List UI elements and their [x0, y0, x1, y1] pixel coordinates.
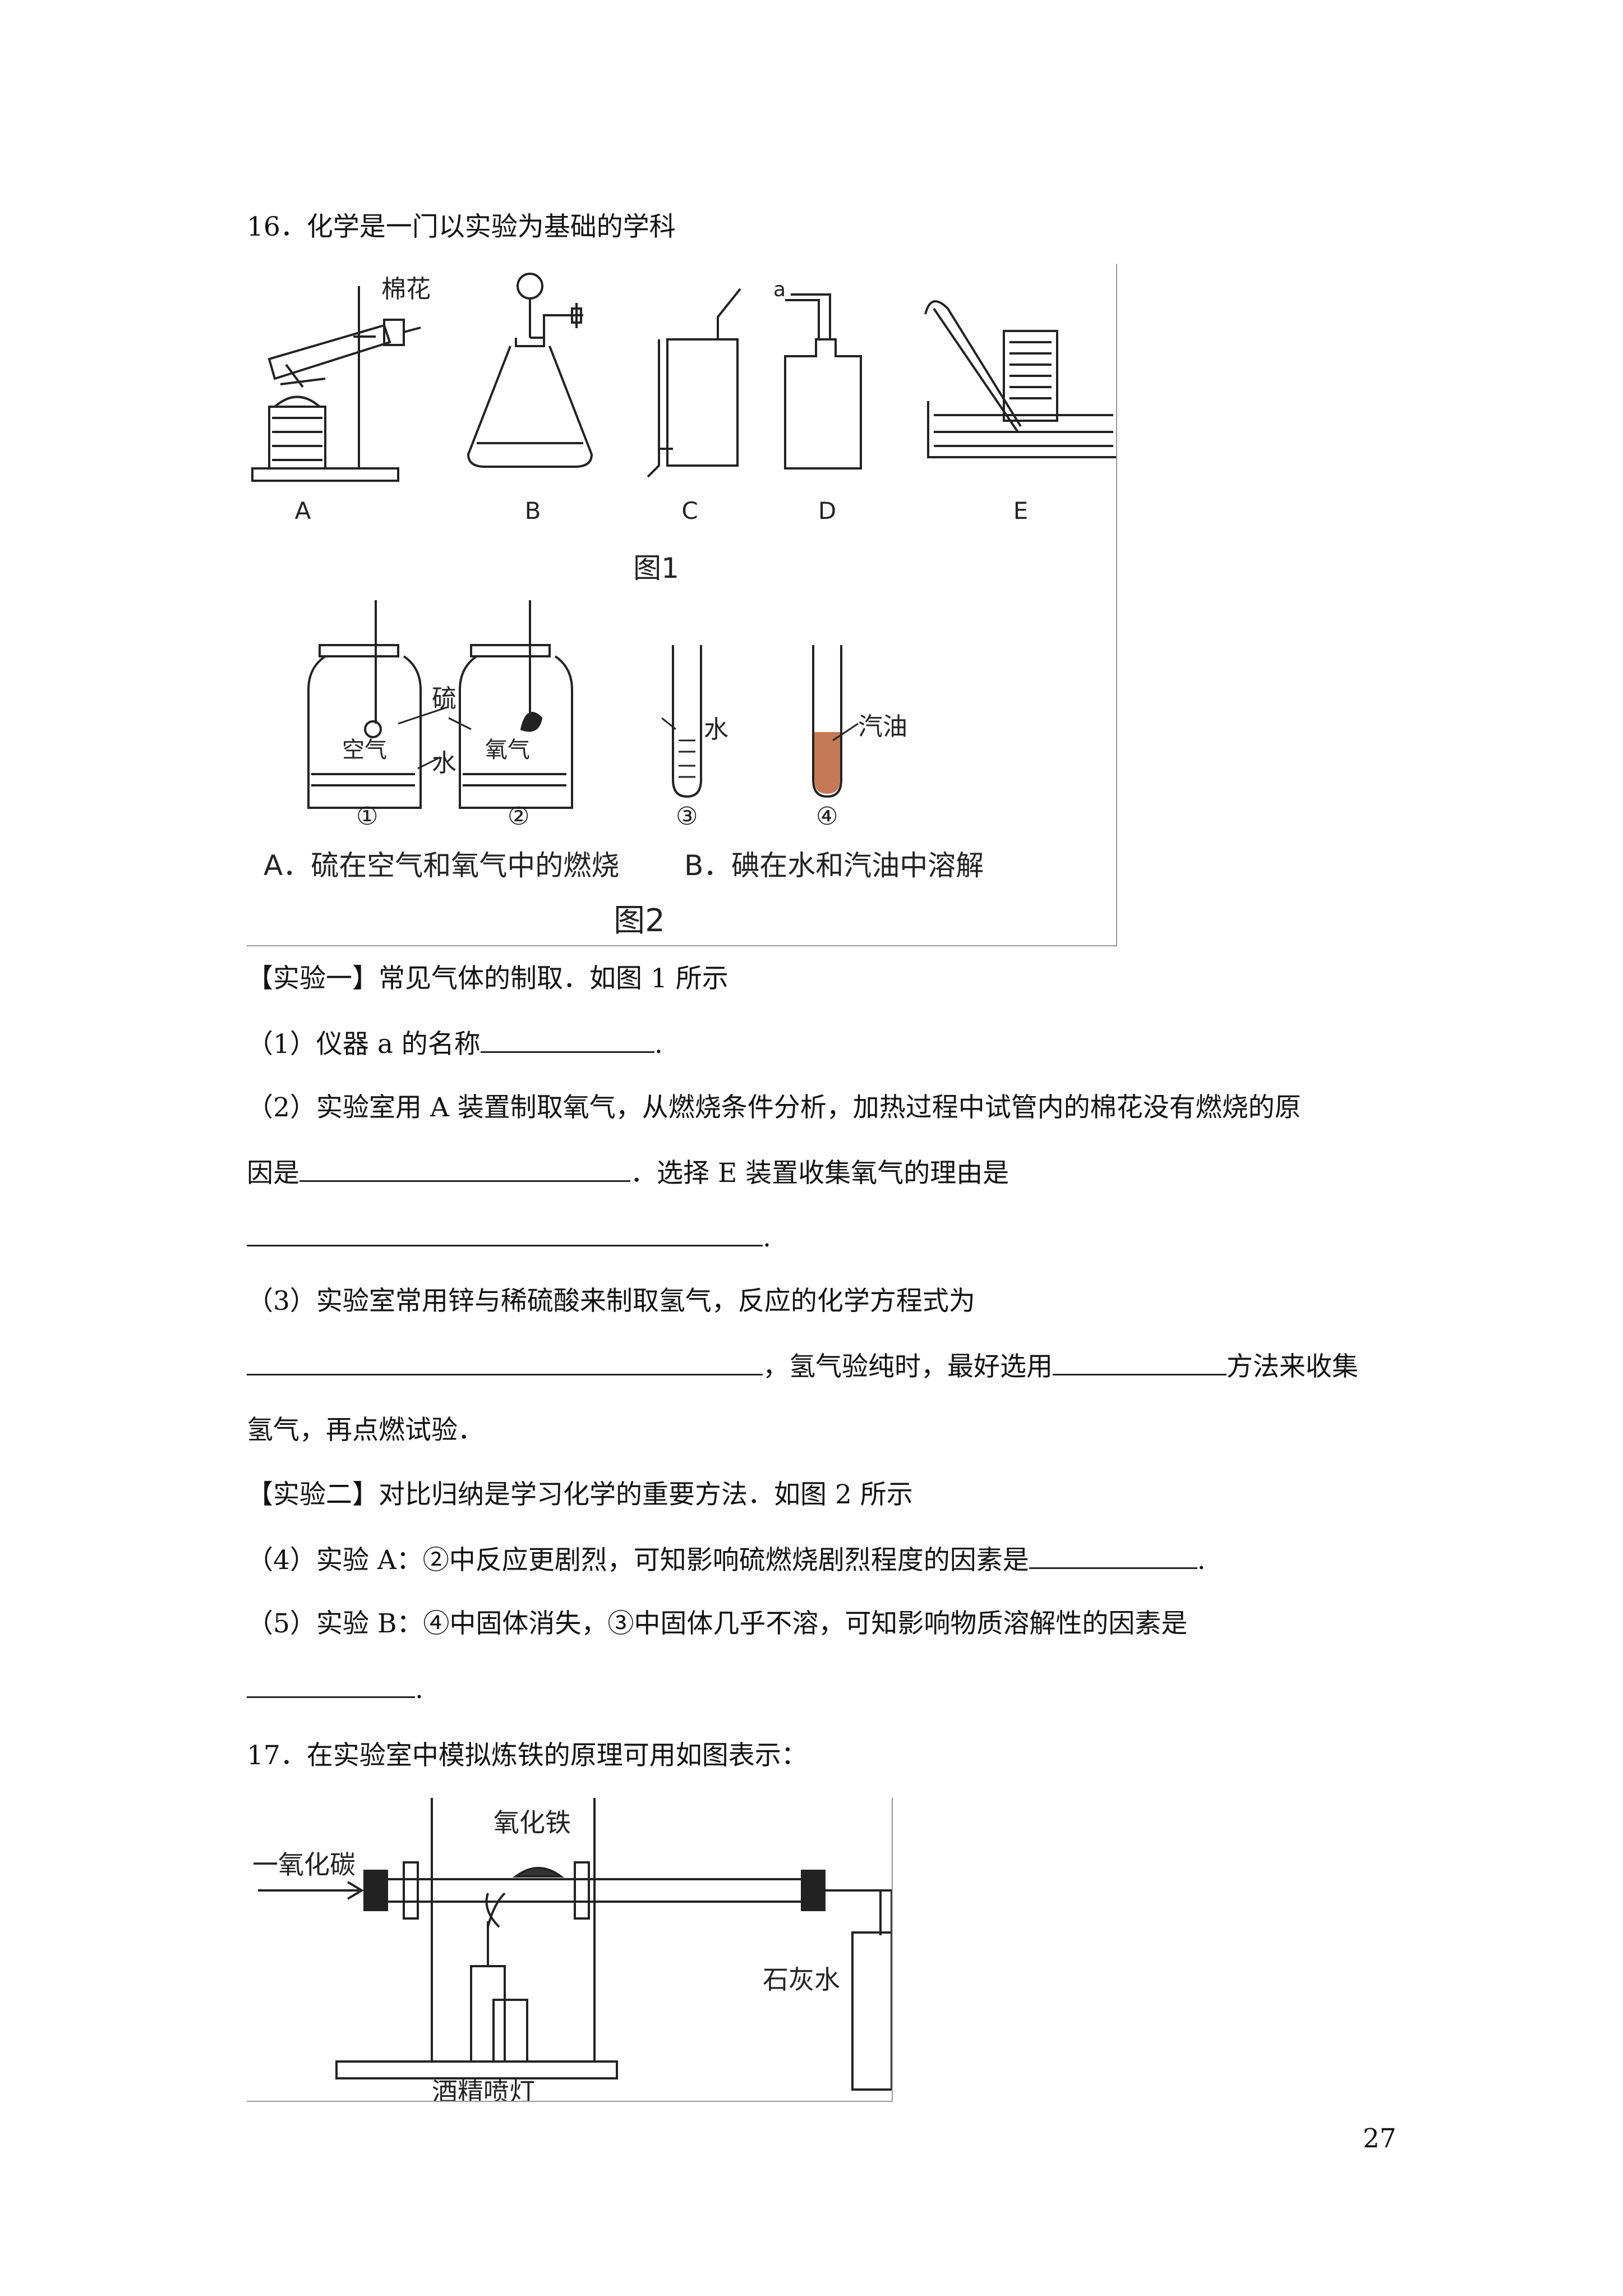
iron-smelting-drawing: 一氧化碳 氧化铁 石灰水 酒精喷灯 [252, 1798, 892, 2101]
apparatus-E [924, 300, 1116, 458]
label-D: D [818, 497, 836, 524]
label-limewater: 石灰水 [763, 1964, 840, 1995]
q16-part-5-line-2: . [247, 1672, 423, 1706]
q16-part-5-line-1: （5）实验 B：④中固体消失，③中固体几乎不溶，可知影响物质溶解性的因素是 [247, 1608, 1188, 1639]
answer-blank-3b[interactable] [1053, 1349, 1227, 1375]
label-A: A [295, 497, 311, 524]
label-fe2o3: 氧化铁 [494, 1807, 571, 1838]
figure-2-caption: 图2 [614, 903, 665, 939]
q16-part-2-line-1: （2）实验室用 A 装置制取氧气，从燃烧条件分析，加热过程中试管内的棉花没有燃烧… [247, 1092, 1301, 1123]
apparatus-A [251, 286, 421, 482]
apparatus-figure: A B C D E a 图1 图2 棉花 硫 空气 氧气 水 水 汽油 ① ② … [247, 264, 1117, 946]
figure-1-2-drawing: A B C D E a 图1 图2 棉花 硫 空气 氧气 水 水 汽油 ① ② … [251, 273, 1116, 939]
test-tube-4 [812, 645, 842, 798]
co-arrow [258, 1881, 364, 1900]
label-lamp: 酒精喷灯 [432, 2077, 535, 2101]
caption-B: B．碘在水和汽油中溶解 [684, 849, 984, 882]
experiment-2-heading: 【实验二】对比归纳是学习化学的重要方法．如图 2 所示 [247, 1479, 913, 1510]
label-water-jar: 水 [432, 749, 457, 777]
label-B: B [525, 497, 541, 524]
q16-part-2-line-2: 因是．选择 E 装置收集氧气的理由是 [247, 1156, 1009, 1190]
num-1: ① [356, 802, 378, 831]
apparatus-B [467, 273, 593, 468]
label-cotton: 棉花 [381, 275, 431, 303]
iron-smelting-figure: 一氧化碳 氧化铁 石灰水 酒精喷灯 [247, 1798, 893, 2102]
q16-part-2-line-3: . [247, 1220, 771, 1255]
q16-part-3-line-3: 氢气，再点燃试验． [247, 1415, 484, 1446]
answer-blank-4[interactable] [1029, 1543, 1197, 1569]
label-co: 一氧化碳 [252, 1849, 356, 1880]
q16-part-3-line-1: （3）实验室常用锌与稀硫酸来制取氢气，反应的化学方程式为 [247, 1286, 975, 1317]
figure-1-caption: 图1 [633, 552, 679, 585]
label-instrument-a: a [773, 278, 786, 301]
q16-part-4: （4）实验 A：②中反应更剧烈，可知影响硫燃烧剧烈程度的因素是. [247, 1543, 1206, 1577]
label-air: 空气 [342, 737, 387, 763]
page-number: 27 [1363, 2123, 1396, 2154]
sulfur-jar-1 [307, 600, 422, 809]
label-gasoline: 汽油 [858, 712, 907, 741]
answer-blank-3a[interactable] [247, 1349, 763, 1375]
label-sulfur: 硫 [432, 684, 457, 713]
apparatus-C [647, 288, 741, 478]
caption-A: A．硫在空气和氧气中的燃烧 [264, 849, 619, 882]
answer-blank-1[interactable] [480, 1027, 654, 1053]
label-oxygen: 氧气 [485, 737, 530, 763]
q16-title: 16．化学是一门以实验为基础的学科 [247, 211, 676, 242]
q17-title: 17．在实验室中模拟炼铁的原理可用如图表示： [247, 1740, 808, 1771]
num-2: ② [508, 802, 529, 831]
num-4: ④ [816, 802, 838, 831]
apparatus-D [784, 293, 862, 470]
q16-part-1: （1）仪器 a 的名称. [247, 1027, 663, 1061]
answer-blank-2b[interactable] [247, 1220, 763, 1246]
q16-part-3-line-2: ，氢气验纯时，最好选用方法来收集 [247, 1349, 1358, 1384]
num-3: ③ [676, 802, 698, 831]
label-E: E [1013, 497, 1029, 524]
test-tube-3 [672, 645, 702, 798]
experiment-1-heading: 【实验一】常见气体的制取．如图 1 所示 [247, 963, 728, 994]
answer-blank-5[interactable] [247, 1672, 415, 1698]
label-water-tube: 水 [704, 715, 728, 744]
answer-blank-2a[interactable] [299, 1156, 630, 1182]
label-C: C [681, 497, 698, 524]
sulfur-jar-2 [459, 600, 573, 809]
